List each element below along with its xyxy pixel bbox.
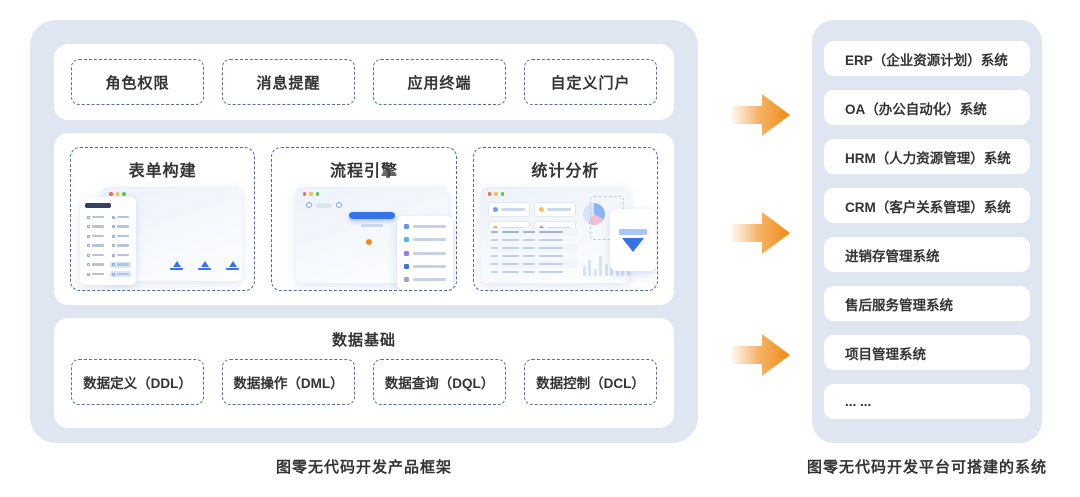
analytics-preview (474, 185, 657, 290)
right-arrow-icon (732, 94, 790, 136)
workflow-toolbar (305, 202, 342, 208)
system-item-invoicing: 进销存管理系统 (824, 237, 1030, 272)
system-item-project: 项目管理系统 (824, 335, 1030, 370)
data-foundation-title: 数据基础 (331, 332, 396, 349)
app-terminal-box: 应用终端 (373, 59, 506, 105)
system-item-crm: CRM（客户关系管理）系统 (824, 188, 1030, 223)
system-item-hrm: HRM（人力资源管理）系统 (824, 139, 1030, 174)
blue-widget-icon (198, 261, 212, 270)
ddl-box: 数据定义（DDL） (71, 359, 204, 405)
flow-marker-dot (365, 239, 372, 245)
dml-box: 数据操作（DML） (222, 359, 355, 405)
system-item-aftersales: 售后服务管理系统 (824, 286, 1030, 321)
flow-start-node (348, 212, 395, 219)
form-fields (166, 204, 233, 213)
data-foundation-card: 数据基础 数据定义（DDL） 数据操作（DML） 数据查询（DQL） 数据控制（… (54, 318, 674, 428)
form-builder-preview (71, 185, 254, 290)
platform-modules-card: 角色权限 消息提醒 应用终端 自定义门户 (54, 44, 674, 120)
analytics-title: 统计分析 (531, 163, 600, 180)
role-permission-box: 角色权限 (71, 59, 204, 105)
right-arrow-icon (732, 212, 790, 254)
custom-portal-box: 自定义门户 (524, 59, 657, 105)
data-table (487, 228, 578, 276)
dcl-box: 数据控制（DCL） (524, 359, 657, 405)
system-item-oa: OA（办公自动化）系统 (824, 90, 1030, 125)
form-controls-sidebar (80, 197, 136, 285)
left-caption: 图零无代码开发产品框架 (275, 459, 452, 476)
right-caption: 图零无代码开发平台可搭建的系统 (806, 459, 1047, 476)
blue-widget-icon (226, 261, 240, 270)
system-item-erp: ERP（企业资源计划）系统 (824, 41, 1030, 76)
form-builder-title: 表单构建 (128, 163, 197, 180)
node-type-panel (396, 216, 453, 290)
traffic-lights-icon (109, 192, 126, 196)
traffic-lights-icon (302, 192, 320, 196)
system-item-more: ... ... (824, 384, 1030, 419)
dql-box: 数据查询（DQL） (373, 359, 506, 405)
pie-chart-icon (582, 203, 605, 225)
workflow-engine-title: 流程引擎 (329, 163, 398, 180)
funnel-chart-icon (609, 209, 656, 271)
blue-widget-icon (170, 261, 184, 270)
form-builder-box: 表单构建 (70, 147, 256, 291)
message-alert-box: 消息提醒 (222, 59, 355, 105)
analytics-window (480, 187, 630, 283)
feature-modules-card: 表单构建 (54, 133, 674, 305)
analytics-box: 统计分析 (472, 147, 658, 291)
right-arrow-icon (732, 334, 790, 376)
sidebar-header-bar (85, 203, 111, 208)
workflow-engine-preview (272, 185, 455, 290)
upload-widget-icons (170, 261, 240, 270)
workflow-engine-box: 流程引擎 (271, 147, 457, 291)
systems-panel: ERP（企业资源计划）系统 OA（办公自动化）系统 HRM（人力资源管理）系统 … (812, 20, 1042, 443)
traffic-lights-icon (487, 192, 505, 196)
framework-panel: 角色权限 消息提醒 应用终端 自定义门户 表单构建 (30, 20, 698, 443)
